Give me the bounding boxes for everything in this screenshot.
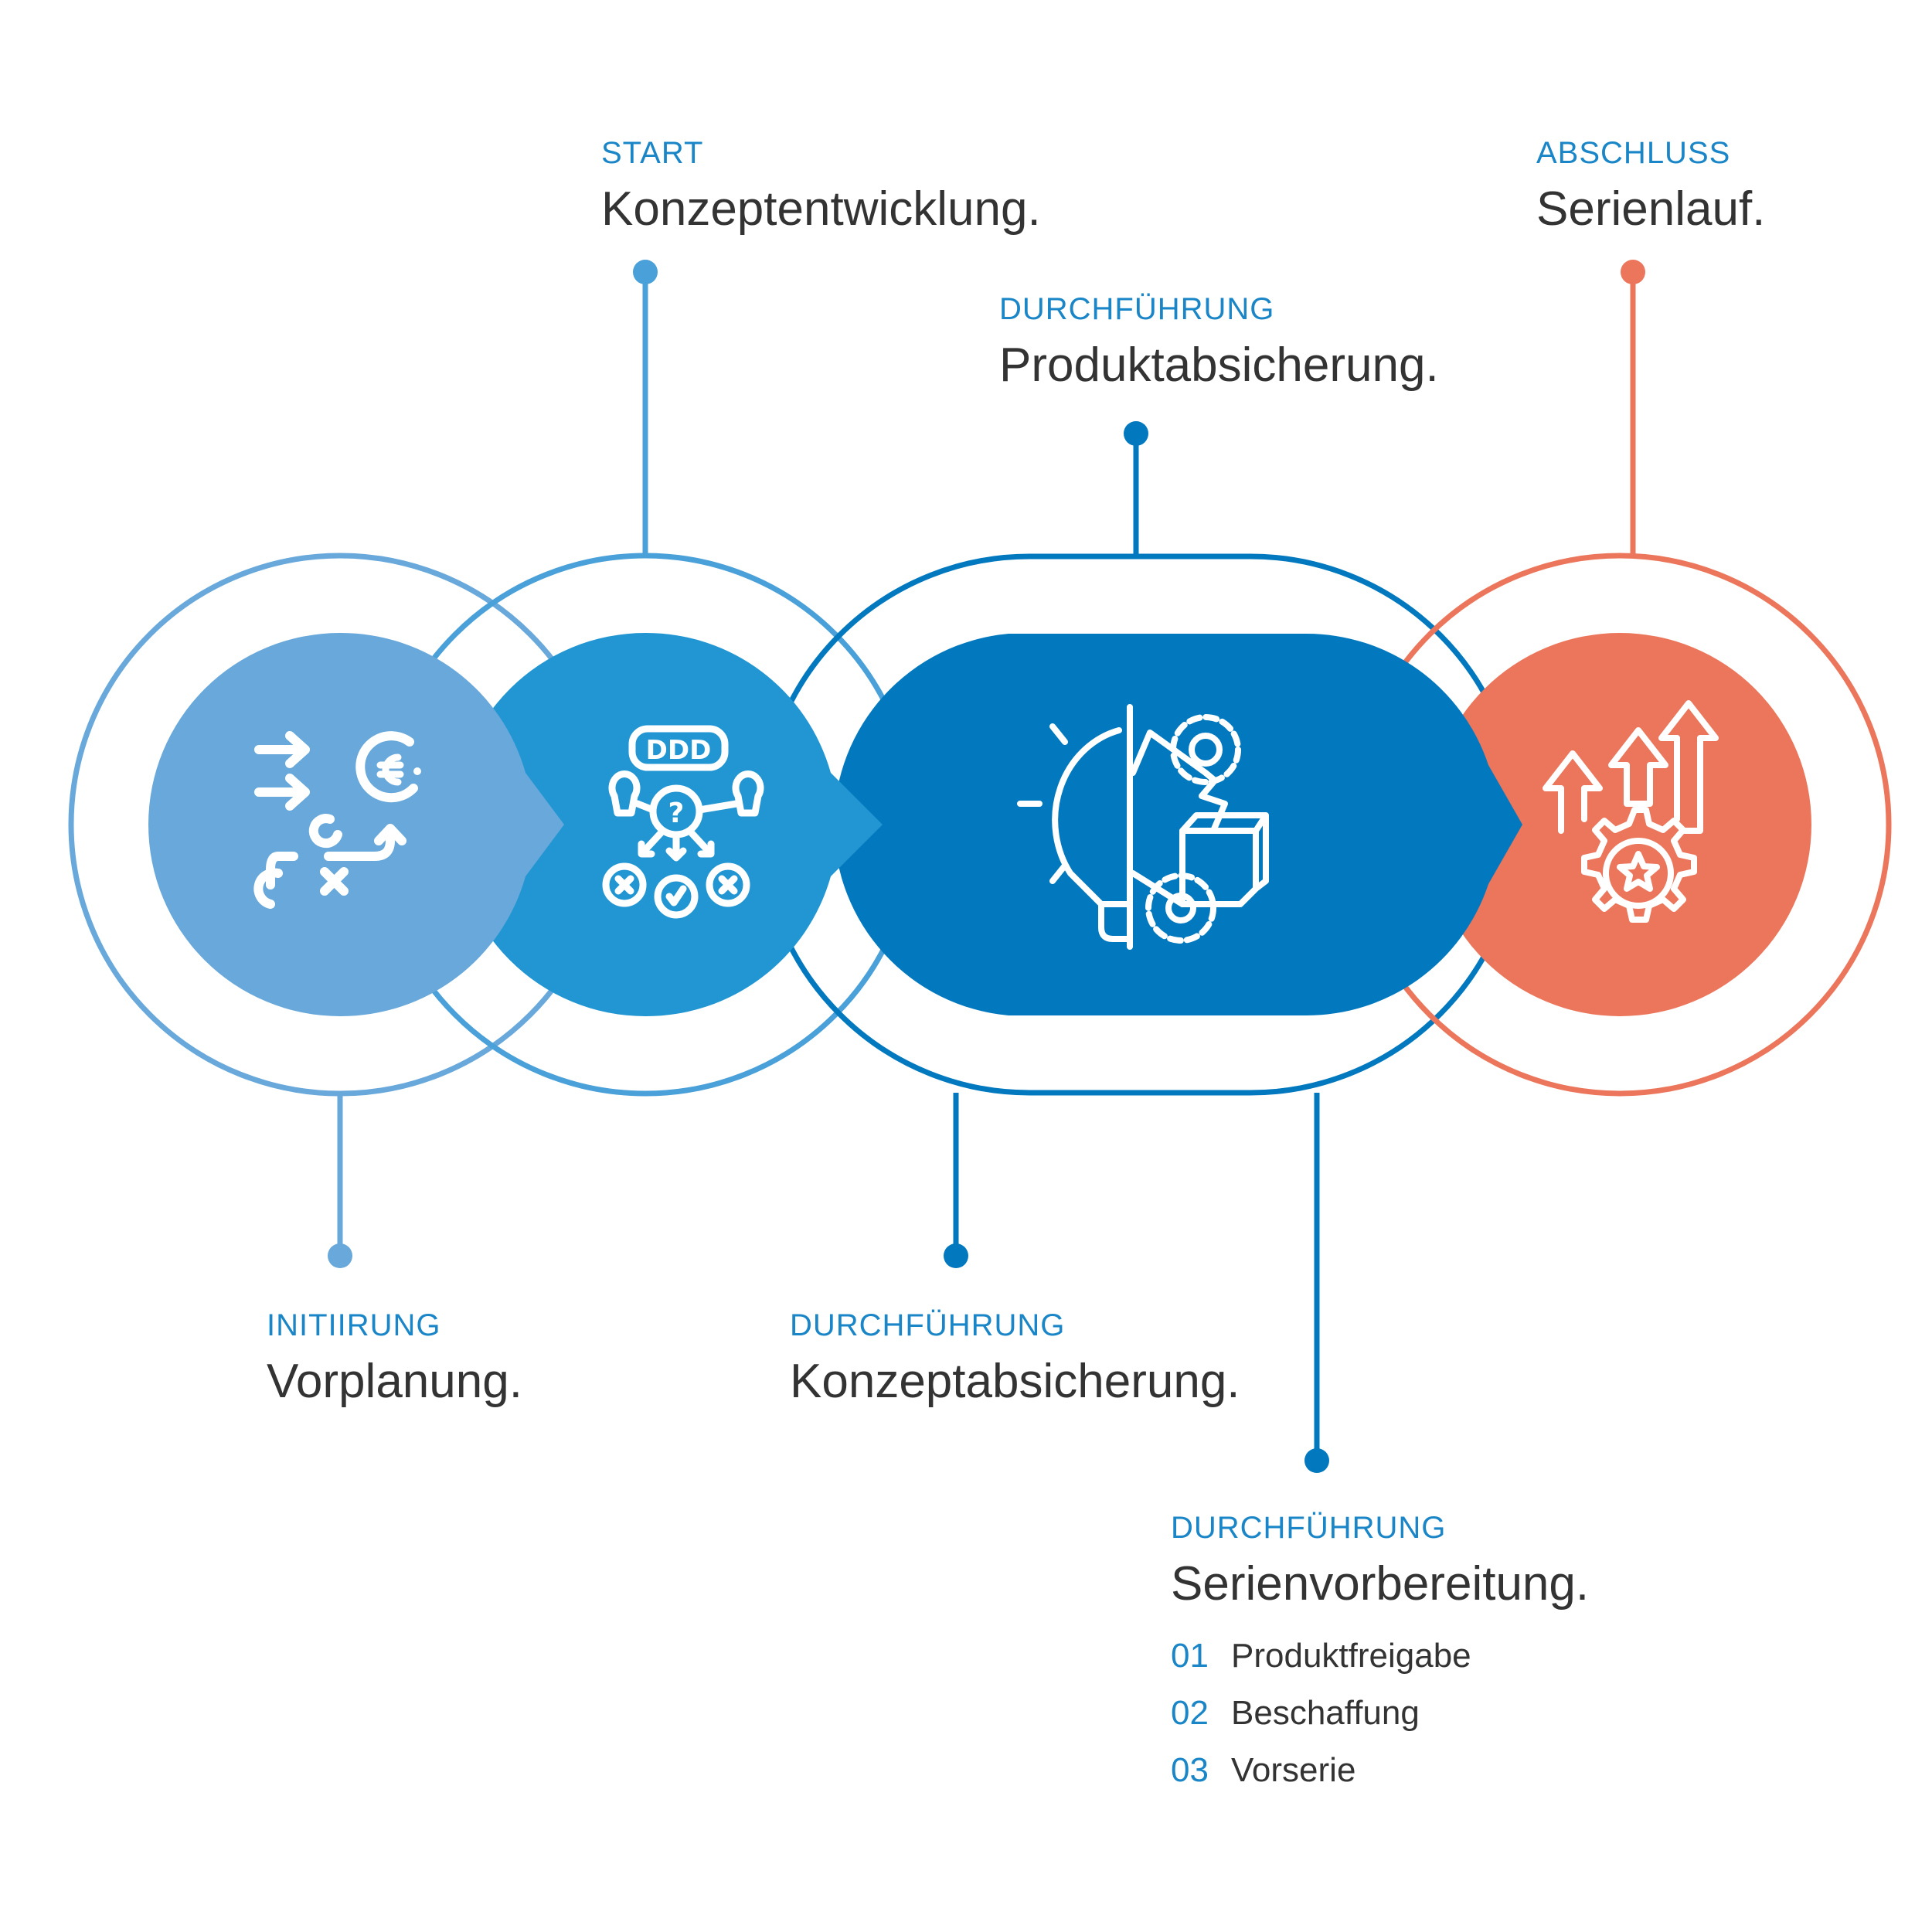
phase-kicker: DURCHFÜHRUNG: [999, 292, 1275, 326]
substep-label: Vorserie: [1231, 1751, 1356, 1789]
phase-title: Produktabsicherung.: [999, 338, 1439, 392]
phase-label-vorplanung: INITIIRUNG Vorplanung.: [267, 1310, 522, 1406]
dot-produktabsicherung: [1124, 421, 1148, 446]
substep-list: 01 Produktfreigabe 02 Beschaffung 03 Vorser…: [1171, 1639, 1589, 1787]
phase-kicker: DURCHFÜHRUNG: [790, 1308, 1066, 1342]
dot-konzeptentwicklung: [633, 260, 658, 284]
svg-text:?: ?: [668, 798, 685, 829]
growth-gear-star-icon: [1543, 700, 1719, 923]
phase-label-konzeptentwicklung: START Konzeptentwicklung.: [601, 138, 1041, 233]
phase-label-serienlauf: ABSCHLUSS Serienlauf.: [1536, 138, 1765, 233]
substep-number: 01: [1171, 1637, 1209, 1675]
decision-tree-icon: DDD ?: [602, 725, 764, 919]
substep-item: 02 Beschaffung: [1171, 1696, 1589, 1730]
dot-serienlauf: [1621, 260, 1645, 284]
substep-item: 03 Vorserie: [1171, 1753, 1589, 1787]
dot-konzeptabsicherung: [944, 1243, 968, 1268]
dot-serienvorbereitung: [1304, 1448, 1329, 1473]
phase-shape-durchfuehrung[interactable]: [834, 633, 1522, 1016]
svg-text:DDD: DDD: [646, 735, 712, 766]
substep-label: Beschaffung: [1231, 1694, 1420, 1732]
dot-vorplanung: [328, 1243, 352, 1268]
phase-label-konzeptabsicherung: DURCHFÜHRUNG Konzeptabsicherung.: [790, 1310, 1240, 1406]
phase-title: Konzeptabsicherung.: [790, 1355, 1240, 1408]
phase-label-produktabsicherung: DURCHFÜHRUNG Produktabsicherung.: [999, 294, 1439, 389]
phase-kicker: ABSCHLUSS: [1536, 136, 1731, 170]
substep-label: Produktfreigabe: [1231, 1637, 1471, 1675]
substep-number: 03: [1171, 1751, 1209, 1789]
phase-title: Serienvorbereitung.: [1171, 1557, 1590, 1611]
phase-shape-vorplanung[interactable]: [148, 632, 564, 1017]
phase-label-serienvorbereitung: DURCHFÜHRUNG Serienvorbereitung. 01 Produ…: [1171, 1512, 1589, 1811]
substep-number: 02: [1171, 1694, 1209, 1732]
phase-title: Serienlauf.: [1536, 182, 1766, 236]
idea-product-gears-icon: [1017, 704, 1269, 950]
phase-kicker: INITIIRUNG: [267, 1308, 441, 1342]
phase-shape-konzeptentwicklung[interactable]: [454, 632, 883, 1017]
phase-title: Konzeptentwicklung.: [601, 182, 1041, 236]
phase-kicker: START: [601, 136, 704, 170]
phase-kicker: DURCHFÜHRUNG: [1171, 1511, 1447, 1545]
substep-item: 01 Produktfreigabe: [1171, 1639, 1589, 1673]
phase-title: Vorplanung.: [267, 1355, 522, 1408]
strategy-euro-icon: [253, 731, 421, 909]
